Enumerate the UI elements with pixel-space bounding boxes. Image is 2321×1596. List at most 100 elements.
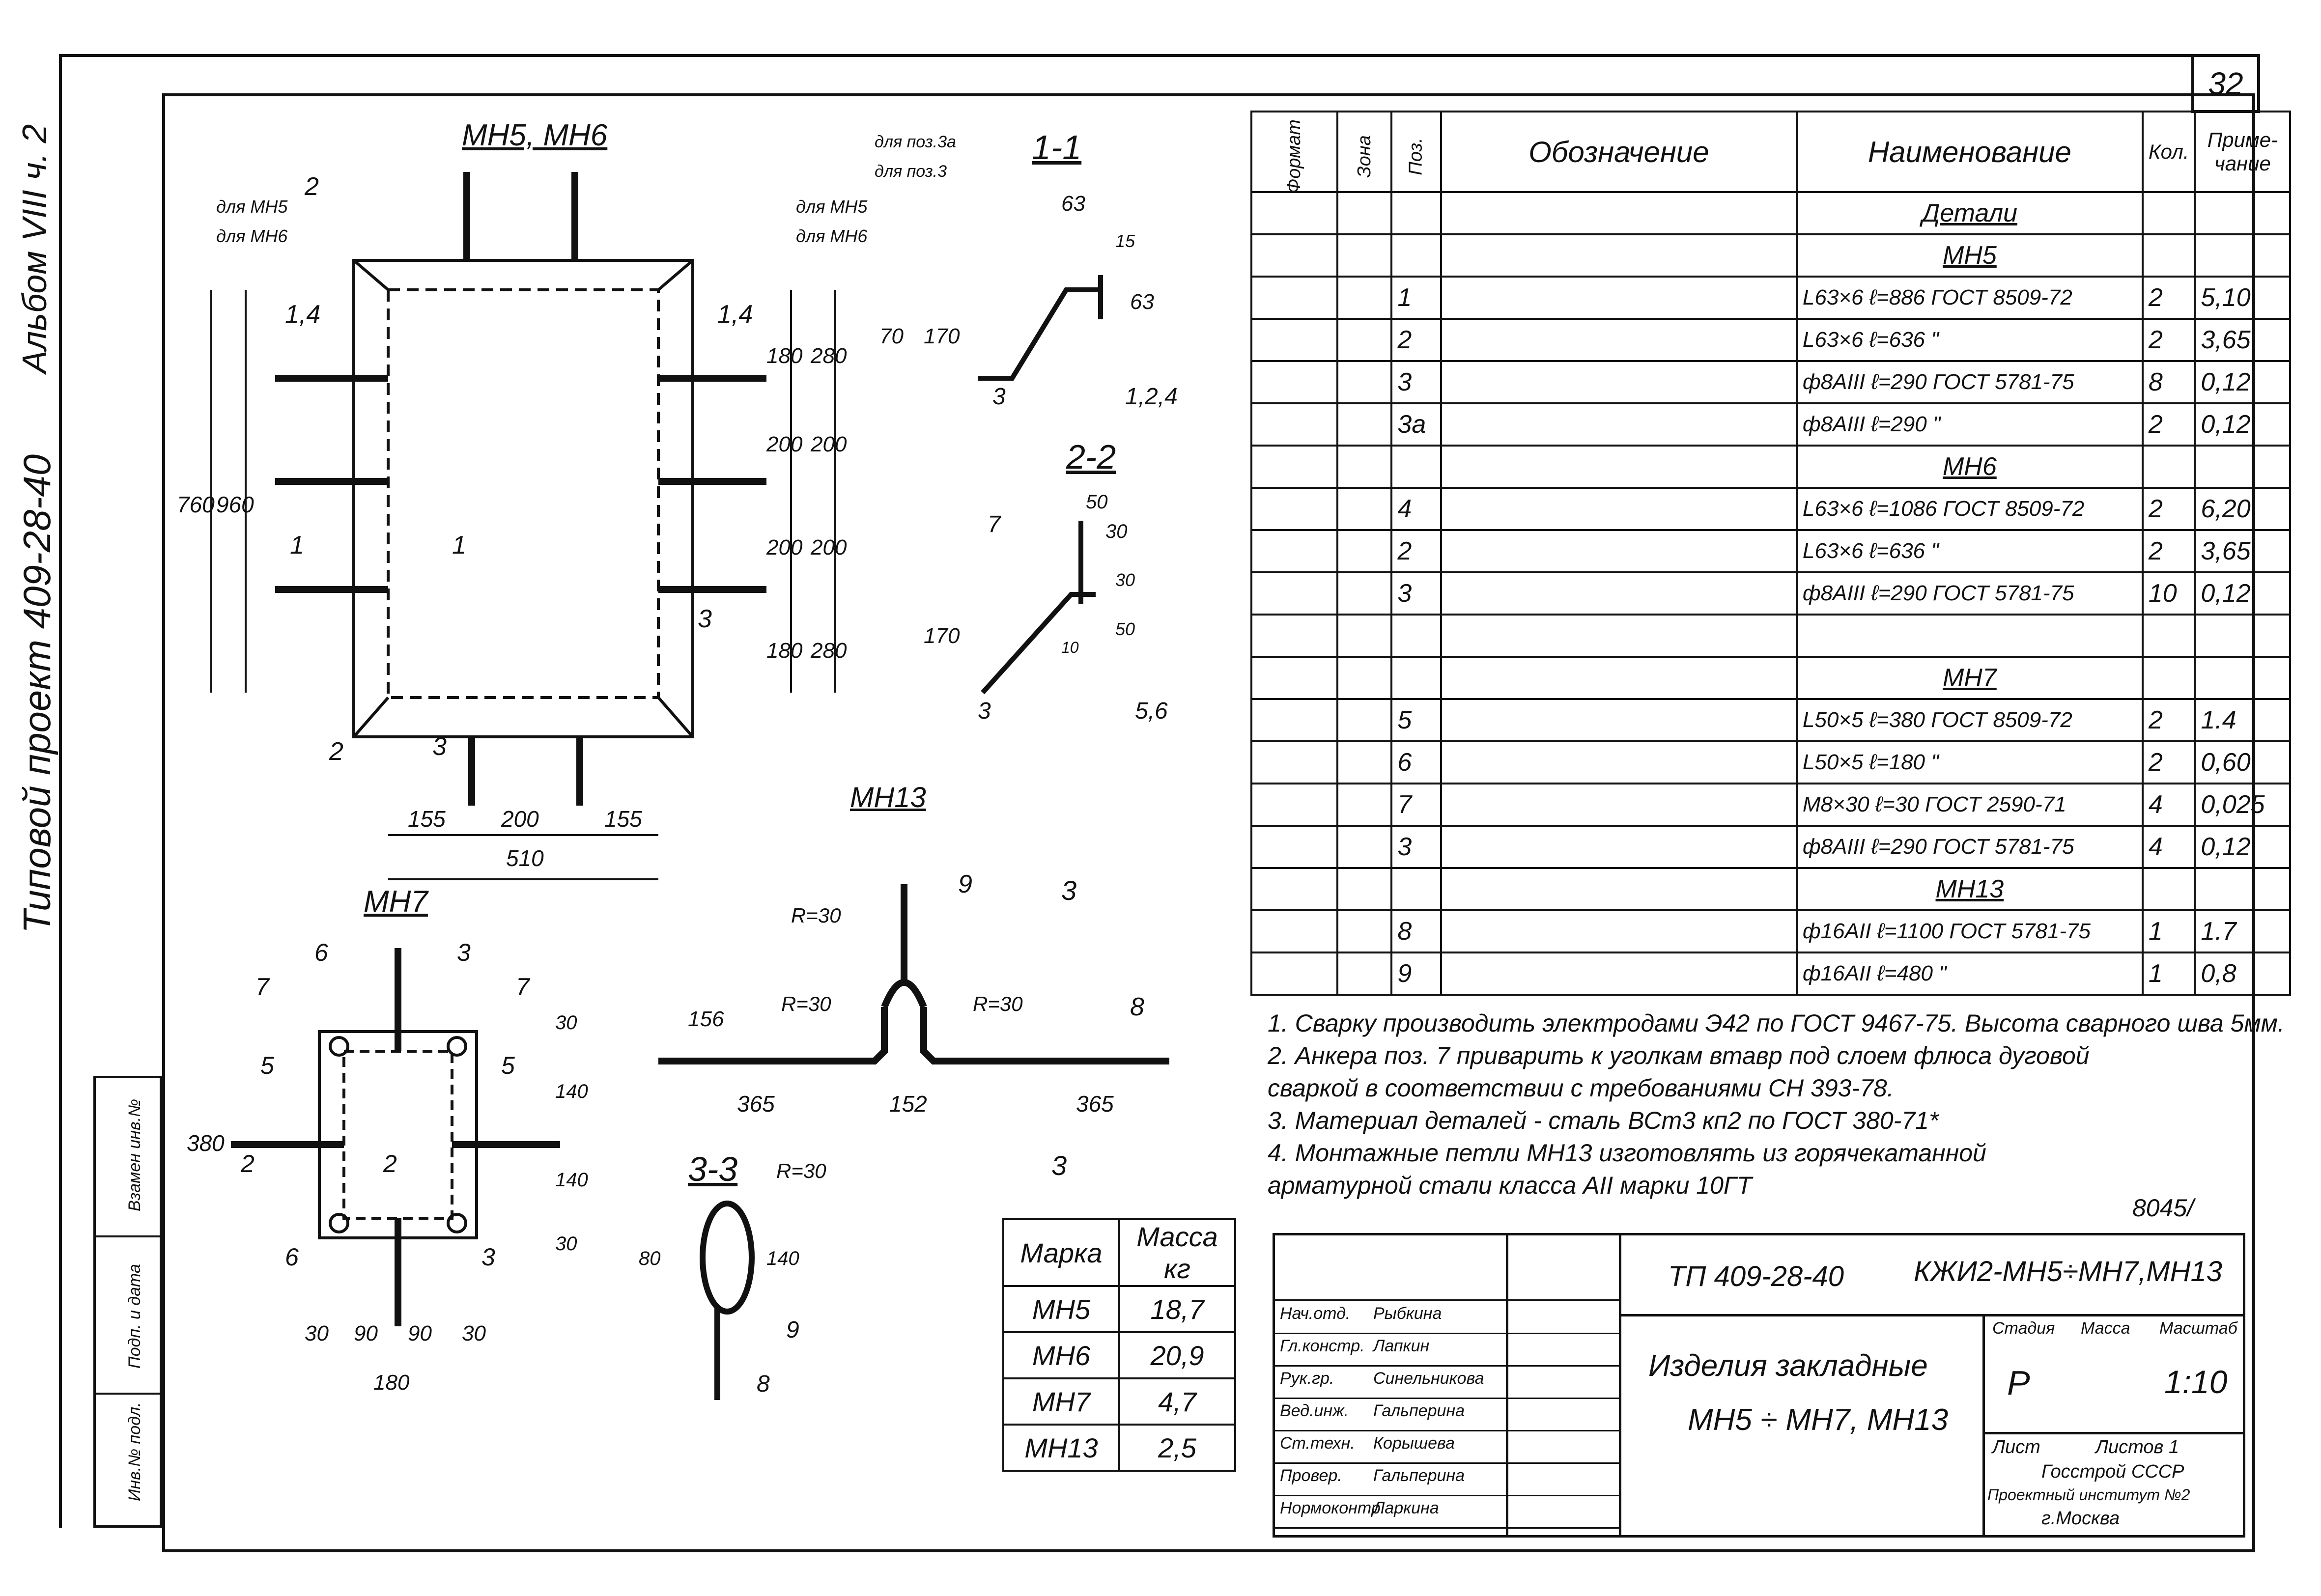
tb-code: КЖИ2-МН5÷МН7,МН13	[1914, 1256, 2223, 1288]
spec-format	[1250, 445, 1338, 489]
tb-sheets-label: Листов 1	[2095, 1437, 2179, 1457]
mn7-dim-b1: 30	[305, 1321, 329, 1345]
mn13-section-mark-bottom: 3	[1051, 1150, 1067, 1181]
tb-name-line1: Изделия закладные	[1648, 1349, 1928, 1383]
signature-role: Гл.констр.	[1280, 1337, 1365, 1355]
spec-qty	[2141, 867, 2196, 911]
spec-section-row: Детали	[1250, 191, 2292, 235]
table-row	[1250, 614, 2292, 658]
tb-sheet-label: Лист	[1992, 1437, 2040, 1457]
spec-qty: 2	[2141, 276, 2196, 320]
spec-note: 0,12	[2194, 571, 2292, 616]
spec-designation	[1440, 318, 1798, 362]
spec-col-zone-label: Зона	[1354, 135, 1375, 178]
spec-designation	[1440, 529, 1798, 573]
sec22-dim-170: 170	[924, 624, 960, 648]
spec-designation	[1440, 571, 1798, 616]
spec-designation	[1440, 909, 1798, 953]
mn7-anchors	[231, 948, 560, 1326]
spec-designation	[1440, 614, 1798, 658]
spec-note: 0,025	[2194, 783, 2292, 827]
sec22-callout-56: 5,6	[1135, 698, 1168, 724]
spec-zone	[1336, 529, 1393, 573]
mn6-dim-r1: 280	[811, 344, 847, 368]
spec-note: 0,12	[2194, 402, 2292, 447]
spec-name: L50×5 ℓ=380 ГОСТ 8509-72	[1795, 698, 2144, 742]
spec-col-format: Формат	[1250, 111, 1338, 193]
spec-qty	[2141, 656, 2196, 700]
signature-role: Рук.гр.	[1280, 1369, 1334, 1388]
spec-qty: 10	[2141, 571, 2196, 616]
spec-note: 0,60	[2194, 740, 2292, 784]
spec-qty: 1	[2141, 952, 2196, 996]
spec-format	[1250, 614, 1338, 658]
signature-role: Провер.	[1280, 1466, 1342, 1485]
mn5-overall-width: 510	[506, 845, 544, 871]
spec-name: L63×6 ℓ=636 "	[1795, 529, 2144, 573]
spec-section-row: МН5	[1250, 233, 2292, 278]
mn7-frame	[318, 1030, 478, 1239]
note-line: 2. Анкера поз. 7 приварить к уголкам вта…	[1268, 1042, 2090, 1069]
sec11-callout-3: 3	[992, 384, 1006, 410]
spec-zone	[1336, 614, 1393, 658]
tb-stage: Р	[2007, 1364, 2030, 1402]
mass-header-mass: Масса кг	[1118, 1218, 1236, 1287]
spec-format	[1250, 952, 1338, 996]
spec-pos	[1390, 867, 1442, 911]
spec-note	[2194, 867, 2292, 911]
note-line: арматурной стали класса АII марки 10ГТ	[1268, 1172, 1752, 1199]
spec-format	[1250, 487, 1338, 531]
spec-name: Детали	[1795, 191, 2144, 235]
spec-name: L63×6 ℓ=636 "	[1795, 318, 2144, 362]
spec-name: ф8АIII ℓ=290 ГОСТ 5781-75	[1795, 360, 2144, 404]
mn7-callout-5-left: 5	[260, 1052, 274, 1079]
spec-note	[2194, 233, 2292, 278]
spec-format	[1250, 783, 1338, 827]
spec-note: 0,12	[2194, 360, 2292, 404]
spec-designation	[1440, 191, 1798, 235]
mn5-label-for-mn6: для МН6	[216, 226, 288, 246]
spec-format	[1250, 571, 1338, 616]
spec-qty: 1	[2141, 909, 2196, 953]
mn7-callout-3-top: 3	[457, 939, 471, 966]
signature-person: Гальперина	[1373, 1401, 1465, 1420]
stamp-cell-replace: Взамен инв.№	[96, 1078, 160, 1237]
mn7-callout-6-bottom: 6	[285, 1243, 299, 1271]
spec-pos	[1390, 614, 1442, 658]
note-line: 1. Сварку производить электродами Э42 по…	[1268, 1009, 2285, 1037]
spec-designation	[1440, 360, 1798, 404]
spec-format	[1250, 909, 1338, 953]
spec-designation	[1440, 276, 1798, 320]
signature-role: Нормоконтр.	[1280, 1499, 1386, 1517]
spec-name: ф8АIII ℓ=290 ГОСТ 5781-75	[1795, 825, 2144, 869]
section-1-1-title: 1-1	[1032, 128, 1082, 167]
spec-zone	[1336, 276, 1393, 320]
mn5-anchors	[275, 172, 766, 806]
spec-qty: 2	[2141, 402, 2196, 447]
signature-person: Рыбкина	[1373, 1304, 1442, 1323]
sec11-callout-124: 1,2,4	[1125, 384, 1178, 410]
specification-table: Формат Зона Поз. Обозначение Наименовани…	[1250, 111, 2292, 996]
spec-designation	[1440, 698, 1798, 742]
mn13-dim-365-left: 365	[737, 1091, 775, 1117]
mn5-label-for-mn5: для МН5	[216, 196, 288, 217]
spec-name	[1795, 614, 2144, 658]
spec-col-pos: Поз.	[1390, 111, 1442, 193]
spec-section-row: МН7	[1250, 656, 2292, 700]
signature-person: Гальперина	[1373, 1466, 1465, 1485]
spec-section-row: МН13	[1250, 867, 2292, 911]
spec-qty	[2141, 445, 2196, 489]
sec22-dim-50b: 50	[1115, 619, 1135, 639]
sec22-dim-30b: 30	[1115, 570, 1135, 590]
spec-format	[1250, 740, 1338, 784]
mn5-dim-bottom-3: 155	[604, 806, 642, 832]
